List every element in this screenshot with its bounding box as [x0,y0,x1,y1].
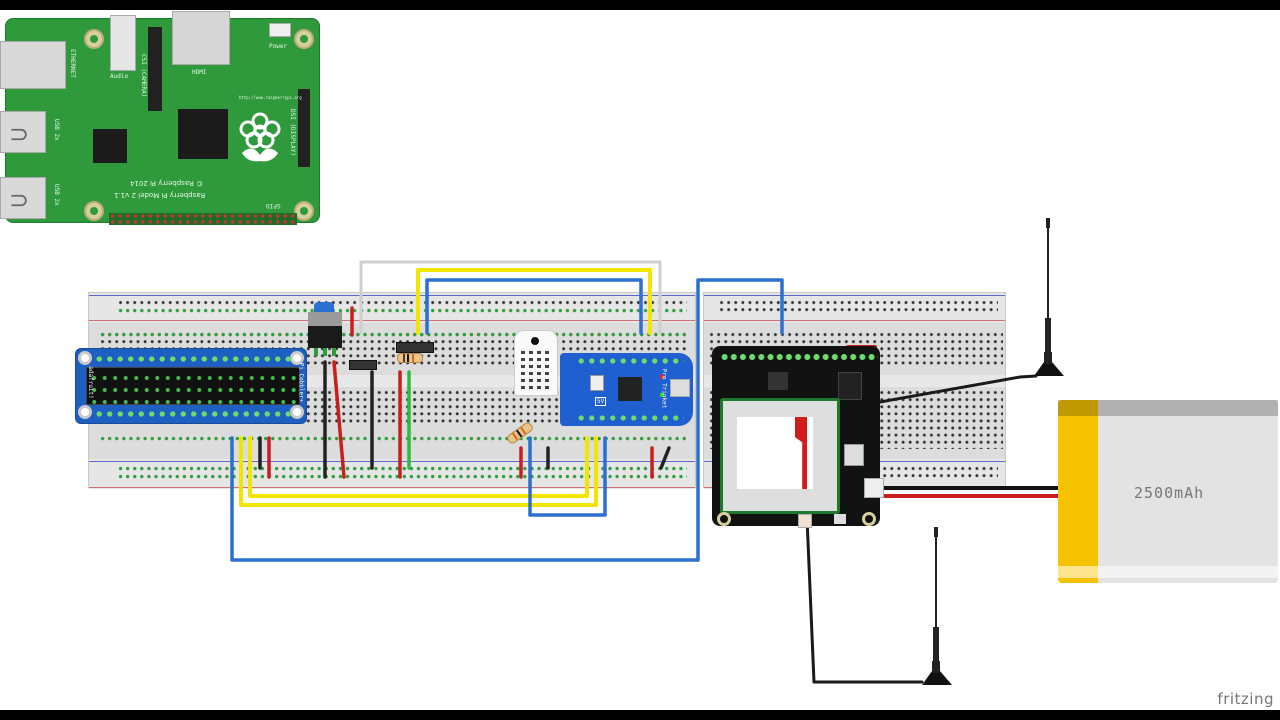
wire-yellow-2 [248,436,589,498]
header-3pin [349,360,377,370]
cobbler-top-pins[interactable] [94,354,294,364]
micro-usb-port [844,444,864,466]
voltage-regulator[interactable] [308,302,344,356]
gsm-antenna[interactable] [1030,216,1066,376]
mount-hole [84,201,104,221]
trinket-voltage: 5V [595,397,607,406]
power-port [269,23,291,37]
raspberry-logo-icon [234,107,286,167]
hdmi-label: HDMI [192,69,207,76]
usb-port [670,379,690,397]
ethernet-port [0,41,66,89]
wire-yellow-1 [239,436,598,507]
fritzing-watermark: fritzing [1217,690,1274,708]
mount-hole [294,29,314,49]
wires-layer [230,260,1062,684]
antenna-icon [1034,218,1064,376]
wire-blue-top [425,278,643,335]
rpi-url: http://www.raspberrypi.org [239,95,302,100]
wire-blue-sensor [528,436,607,517]
wire-black [659,446,671,470]
audio-jack [838,372,862,400]
wire-blue-long [230,436,700,562]
battery-connector [864,478,884,498]
fona-reset-button[interactable] [834,514,846,524]
wire-yellow-top [416,268,652,335]
csi-connector [148,27,162,111]
gps-connector [798,514,812,528]
pi-cobbler-breakout[interactable]: adafruit! Pi Cobbler+ [75,348,307,424]
battery-tab [1058,400,1098,583]
cobbler-header[interactable] [86,367,300,405]
resistor[interactable] [397,353,423,363]
power-label: Power [269,43,288,50]
fritzing-canvas[interactable]: ETHERNET ⊃ USB 2x ⊃ USB 2x Audio CSI (CA… [0,10,1280,710]
soc-chip [178,109,228,159]
gsm-antenna-cable [878,374,1038,404]
dsi-connector [298,89,310,167]
top-power-rail [89,293,695,323]
header-4pin [396,342,434,353]
gps-antenna[interactable] [918,525,954,685]
lipo-battery[interactable]: 2500mAh [1058,400,1278,583]
microcontroller-chip [618,377,642,401]
antenna-icon [922,527,952,685]
audio-jack [110,15,136,71]
mount-hole [294,201,314,221]
gps-antenna-cable [805,516,924,684]
reset-button[interactable] [590,375,604,391]
usb-controller-chip [93,129,127,163]
usb-port-2: ⊃ [0,177,46,219]
wire-red [332,360,346,479]
wire-blue-fona [696,278,784,562]
gpio-header[interactable] [109,213,297,225]
dht-temperature-sensor[interactable] [514,330,558,396]
cobbler-name: Pi Cobbler+ [297,362,305,403]
usb-port-1: ⊃ [0,111,46,153]
trinket-name: Pro Trinket [660,368,668,409]
hdmi-port [172,11,230,65]
mount-hole [84,29,104,49]
cobbler-brand: adafruit! [86,366,94,399]
sim808-module [723,401,837,511]
wire-white [359,260,662,335]
audio-label: Audio [110,73,129,80]
battery-capacity-label: 2500mAh [1134,484,1205,502]
pro-trinket-board[interactable]: Pro Trinket 5V [560,353,693,426]
raspberry-pi-board[interactable]: ETHERNET ⊃ USB 2x ⊃ USB 2x Audio CSI (CA… [0,11,320,225]
cobbler-bottom-pins[interactable] [94,409,294,419]
fona-gsm-module[interactable] [712,346,884,528]
